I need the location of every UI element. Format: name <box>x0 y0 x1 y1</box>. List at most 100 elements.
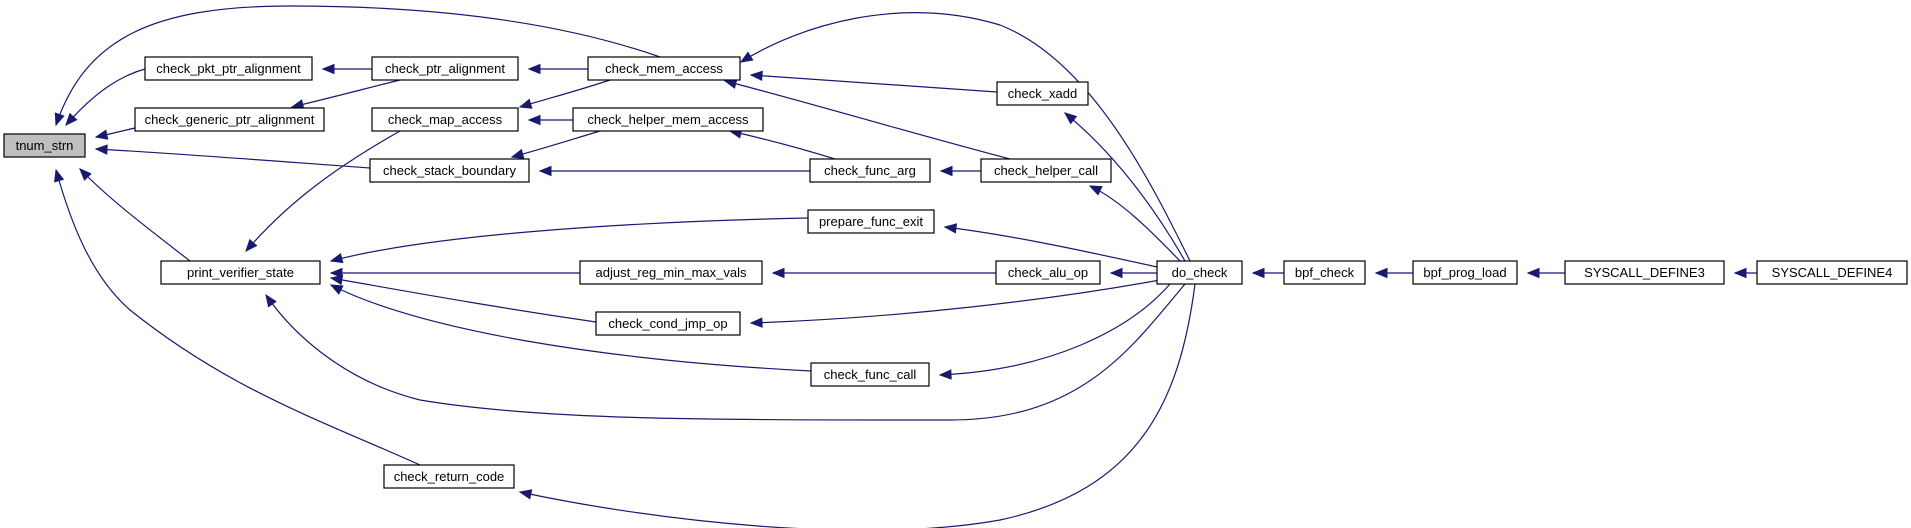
node-check-mem-access[interactable]: check_mem_access <box>587 56 741 81</box>
edge-check_func_call-to-print_verifier_state <box>329 284 812 372</box>
edge-do_check-to-print_verifier_state <box>265 283 1186 421</box>
edge-arrowhead <box>329 267 343 279</box>
node-box <box>996 81 1089 106</box>
node-check-helper-call[interactable]: check_helper_call <box>980 158 1112 183</box>
node-box <box>3 133 86 158</box>
edge-check_return_code-to-tnum_strn <box>54 168 421 466</box>
node-label: check_stack_boundary <box>383 163 516 178</box>
edge-check_mem_access-to-check_ptr_alignment <box>527 63 588 75</box>
edge-arrowhead <box>939 165 953 177</box>
node-label: check_xadd <box>1008 86 1077 101</box>
edge-SYSCALL_DEFINE4-to-SYSCALL_DEFINE3 <box>1733 267 1757 279</box>
node-box <box>995 260 1101 285</box>
node-label: check_generic_ptr_alignment <box>145 112 315 127</box>
node-label: check_alu_op <box>1008 265 1088 280</box>
node-label: do_check <box>1172 265 1228 280</box>
edge-line <box>265 283 1186 421</box>
node-label: adjust_reg_min_max_vals <box>595 265 747 280</box>
node-adjust-reg-min-max-vals[interactable]: adjust_reg_min_max_vals <box>579 260 763 285</box>
node-label: check_pkt_ptr_alignment <box>156 61 301 76</box>
node-print-verifier-state[interactable]: print_verifier_state <box>160 260 321 285</box>
edge-arrowhead <box>65 112 78 126</box>
node-label: check_return_code <box>394 469 505 484</box>
edge-line <box>511 130 601 158</box>
node-prepare-func-exit[interactable]: prepare_func_exit <box>807 209 935 234</box>
edge-arrowhead <box>79 168 92 181</box>
edge-line <box>519 79 611 108</box>
node-check-pkt-ptr-alignment[interactable]: check_pkt_ptr_alignment <box>144 56 313 81</box>
edge-do_check-to-check_mem_access <box>739 12 1191 262</box>
edge-bpf_check-to-do_check <box>1251 267 1284 279</box>
edge-line <box>1089 185 1181 262</box>
edge-arrowhead <box>1251 267 1265 279</box>
edge-arrowhead <box>54 112 65 127</box>
edge-print_verifier_state-to-tnum_strn <box>79 168 191 262</box>
node-bpf-check[interactable]: bpf_check <box>1283 260 1366 285</box>
edge-arrowhead <box>329 274 344 286</box>
edge-arrowhead <box>265 293 277 308</box>
node-check-func-arg[interactable]: check_func_arg <box>809 158 931 183</box>
node-box <box>369 158 530 183</box>
node-check-generic-ptr-alignment[interactable]: check_generic_ptr_alignment <box>134 107 325 132</box>
edge-do_check-to-check_helper_call <box>1088 185 1181 262</box>
node-label: check_ptr_alignment <box>385 61 505 76</box>
node-syscall-define3[interactable]: SYSCALL_DEFINE3 <box>1564 260 1725 285</box>
node-label: check_mem_access <box>605 61 723 76</box>
edge-arrowhead <box>1733 267 1747 279</box>
edge-arrowhead <box>1109 267 1123 279</box>
node-box <box>587 56 741 81</box>
node-label: bpf_prog_load <box>1423 265 1506 280</box>
node-check-xadd[interactable]: check_xadd <box>996 81 1089 106</box>
node-syscall-define4[interactable]: SYSCALL_DEFINE4 <box>1756 260 1908 285</box>
node-bpf-prog-load[interactable]: bpf_prog_load <box>1412 260 1518 285</box>
node-do-check[interactable]: do_check <box>1156 260 1243 285</box>
node-check-helper-mem-access[interactable]: check_helper_mem_access <box>572 107 764 132</box>
node-box <box>1283 260 1366 285</box>
edge-line <box>740 12 1191 262</box>
node-check-stack-boundary[interactable]: check_stack_boundary <box>369 158 530 183</box>
edge-line <box>95 148 371 169</box>
edge-arrowhead <box>538 165 552 177</box>
edge-arrowhead <box>94 129 109 140</box>
graph-nodes: tnum_strn check_pkt_ptr_alignment check_ge… <box>3 56 1908 489</box>
edge-prepare_func_exit-to-print_verifier_state <box>329 217 809 264</box>
node-check-return-code[interactable]: check_return_code <box>383 464 515 489</box>
edge-arrowhead <box>749 317 763 328</box>
node-box <box>1564 260 1725 285</box>
edge-arrowhead <box>527 114 541 126</box>
edge-line <box>729 130 836 160</box>
edge-check_mem_access-to-check_map_access <box>518 79 611 109</box>
edge-check_xadd-to-check_mem_access <box>749 70 998 93</box>
node-box <box>1156 260 1243 285</box>
edge-check_func_arg-to-check_stack_boundary <box>538 165 810 177</box>
node-label: check_map_access <box>388 112 503 127</box>
edge-line <box>724 80 1011 160</box>
edge-arrowhead <box>1374 267 1388 279</box>
edge-arrowhead <box>510 148 525 160</box>
node-box <box>579 260 763 285</box>
edge-line <box>55 5 661 126</box>
edge-arrowhead <box>94 144 108 155</box>
edge-arrowhead <box>329 253 344 264</box>
edge-do_check-to-check_alu_op <box>1109 267 1157 279</box>
node-check-cond-jmp-op[interactable]: check_cond_jmp_op <box>595 311 741 336</box>
edge-line <box>79 168 191 262</box>
node-tnum-strn[interactable]: tnum_strn <box>3 133 86 158</box>
edge-line <box>939 283 1171 376</box>
edge-arrowhead <box>527 63 541 75</box>
edge-arrowhead <box>938 369 952 380</box>
edge-line <box>330 217 809 262</box>
node-check-alu-op[interactable]: check_alu_op <box>995 260 1101 285</box>
edge-do_check-to-prepare_func_exit <box>943 223 1158 268</box>
node-label: bpf_check <box>1295 265 1355 280</box>
node-label: SYSCALL_DEFINE4 <box>1772 265 1893 280</box>
node-check-ptr-alignment[interactable]: check_ptr_alignment <box>371 56 519 81</box>
edge-check_func_arg-to-check_helper_mem_access <box>728 128 836 160</box>
edge-check_helper_call-to-check_mem_access <box>723 78 1011 160</box>
node-check-map-access[interactable]: check_map_access <box>371 107 519 132</box>
node-label: check_helper_call <box>994 163 1098 178</box>
node-check-func-call[interactable]: check_func_call <box>810 362 930 387</box>
edge-arrowhead <box>518 489 533 500</box>
edge-line <box>750 279 1161 324</box>
